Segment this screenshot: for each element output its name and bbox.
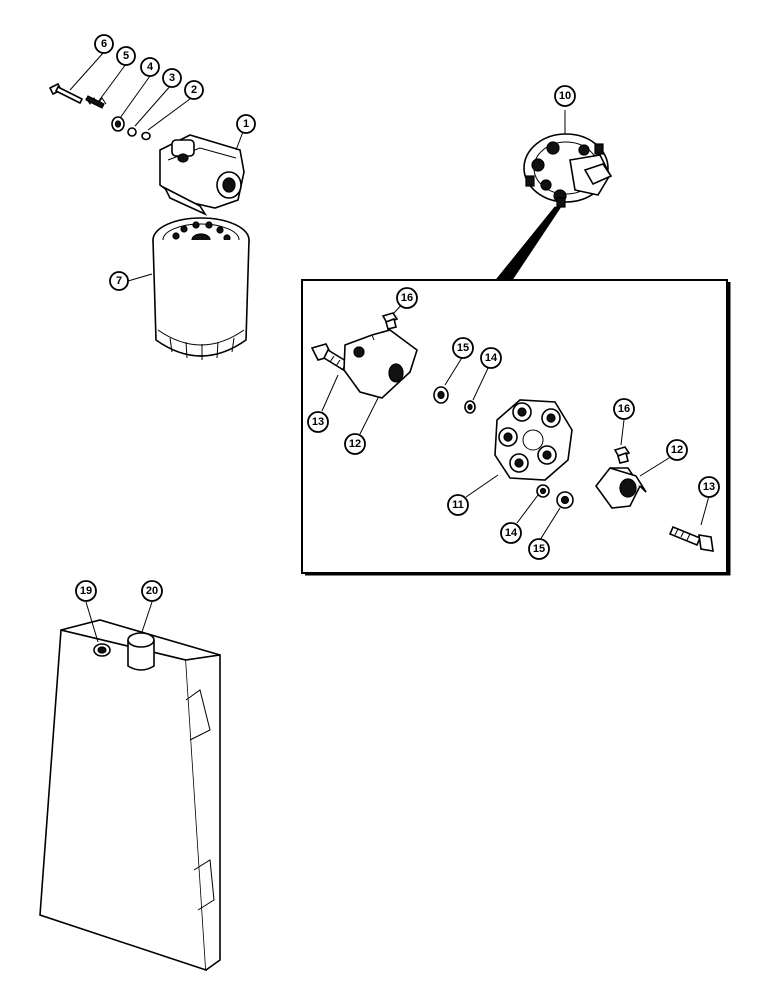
callout-12a: 12 bbox=[344, 433, 366, 455]
leader-lines bbox=[69, 51, 710, 643]
callout-1: 1 bbox=[236, 114, 256, 134]
nut-3 bbox=[127, 127, 137, 137]
callout-19: 19 bbox=[75, 580, 97, 602]
svg-text:15: 15 bbox=[533, 543, 545, 555]
detail-pointer bbox=[494, 206, 561, 281]
callout-5: 5 bbox=[116, 46, 136, 66]
filter-assembly bbox=[48, 82, 250, 360]
callout-13b: 13 bbox=[698, 476, 720, 498]
svg-text:6: 6 bbox=[101, 38, 107, 50]
svg-text:16: 16 bbox=[401, 292, 413, 304]
svg-text:11: 11 bbox=[452, 499, 464, 511]
callout-7: 7 bbox=[109, 271, 129, 291]
coupling-assembly-10 bbox=[523, 133, 613, 208]
svg-text:2: 2 bbox=[191, 84, 197, 96]
svg-text:13: 13 bbox=[312, 416, 324, 428]
svg-text:1: 1 bbox=[243, 118, 249, 130]
svg-text:12: 12 bbox=[671, 444, 683, 456]
callout-13a: 13 bbox=[307, 411, 329, 433]
bolt-6 bbox=[48, 82, 84, 105]
filler-cap-20 bbox=[127, 632, 155, 671]
bolt-13b bbox=[668, 525, 714, 552]
callout-20: 20 bbox=[141, 580, 163, 602]
callout-6: 6 bbox=[94, 34, 114, 54]
breather-19 bbox=[93, 643, 111, 657]
set-screw-16a bbox=[381, 312, 399, 330]
callout-3: 3 bbox=[162, 68, 182, 88]
svg-text:12: 12 bbox=[349, 438, 361, 450]
set-screw-16b bbox=[613, 446, 631, 464]
callout-14b: 14 bbox=[500, 522, 522, 544]
hub-12a bbox=[343, 329, 418, 399]
svg-text:14: 14 bbox=[485, 352, 498, 364]
svg-text:20: 20 bbox=[146, 585, 158, 597]
ring-2 bbox=[141, 131, 151, 141]
svg-text:14: 14 bbox=[505, 527, 518, 539]
svg-text:13: 13 bbox=[703, 481, 715, 493]
callout-11: 11 bbox=[447, 494, 469, 516]
svg-text:5: 5 bbox=[123, 50, 129, 62]
callout-4: 4 bbox=[140, 57, 160, 77]
callout-16b: 16 bbox=[613, 398, 635, 420]
svg-text:19: 19 bbox=[80, 585, 92, 597]
callout-14a: 14 bbox=[480, 347, 502, 369]
callout-16a: 16 bbox=[396, 287, 418, 309]
svg-text:10: 10 bbox=[559, 90, 571, 102]
spring-5 bbox=[85, 95, 107, 109]
hub-12b bbox=[594, 467, 647, 509]
flex-disc-11 bbox=[494, 399, 573, 481]
reservoir-tank bbox=[39, 619, 221, 972]
callout-15a: 15 bbox=[452, 337, 474, 359]
svg-text:16: 16 bbox=[618, 403, 630, 415]
filter-element-7 bbox=[152, 217, 250, 360]
svg-text:4: 4 bbox=[147, 61, 154, 73]
callout-2: 2 bbox=[184, 80, 204, 100]
callout-15b: 15 bbox=[528, 538, 550, 560]
svg-text:7: 7 bbox=[116, 275, 122, 287]
exploded-parts bbox=[310, 312, 714, 552]
svg-text:3: 3 bbox=[169, 72, 175, 84]
callout-12b: 12 bbox=[666, 439, 688, 461]
callout-10: 10 bbox=[554, 85, 576, 107]
filter-head-1 bbox=[159, 134, 245, 216]
svg-text:15: 15 bbox=[457, 342, 469, 354]
